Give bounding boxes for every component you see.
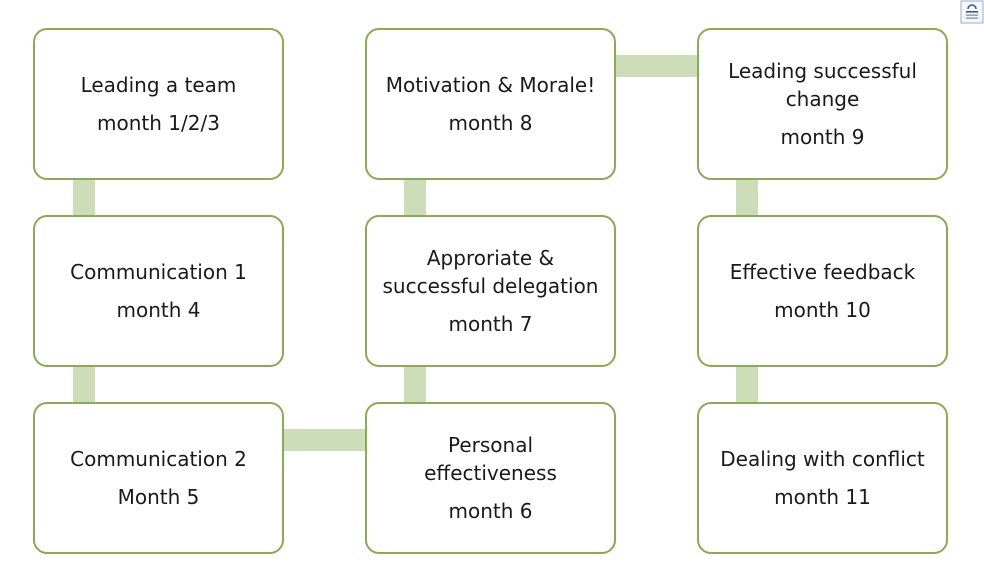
connector-node8-node9 [736,364,758,406]
connector-node7-node8 [736,176,758,218]
node-title: Effective feedback [729,260,916,284]
node-leading-a-team: Leading a team month 1/2/3 [33,28,284,180]
node-title: Approriate & successful delegation [382,246,599,298]
node-title: Motivation & Morale! [385,73,596,97]
node-title: Communication 2 [70,447,247,471]
node-month: month 1/2/3 [97,111,220,135]
node-personal-effectiveness: Personal effectiveness month 6 [365,402,616,554]
node-month: month 9 [780,125,865,149]
connector-node6-node7 [613,55,700,77]
node-month: month 6 [448,499,533,523]
node-title: Personal effectiveness [424,433,557,485]
node-leading-change: Leading successful change month 9 [697,28,948,180]
connector-node2-node3 [73,364,95,406]
node-motivation-morale: Motivation & Morale! month 8 [365,28,616,180]
node-title: Communication 1 [70,260,247,284]
node-month: month 4 [116,298,201,322]
node-title: Dealing with conflict [720,447,925,471]
node-effective-feedback: Effective feedback month 10 [697,215,948,367]
node-dealing-with-conflict: Dealing with conflict month 11 [697,402,948,554]
node-month: month 11 [774,485,871,509]
node-communication-2: Communication 2 Month 5 [33,402,284,554]
connector-node4-node5 [404,364,426,406]
node-delegation: Approriate & successful delegation month… [365,215,616,367]
node-month: month 7 [448,312,533,336]
node-title: Leading a team [80,73,237,97]
node-month: month 10 [774,298,871,322]
node-month: month 8 [448,111,533,135]
paste-options-icon[interactable] [960,0,984,24]
node-communication-1: Communication 1 month 4 [33,215,284,367]
connector-node5-node6 [404,176,426,218]
connector-node1-node2 [73,176,95,218]
connector-node3-node4 [281,429,369,451]
node-title: Leading successful change [728,59,917,111]
node-month: Month 5 [117,485,200,509]
